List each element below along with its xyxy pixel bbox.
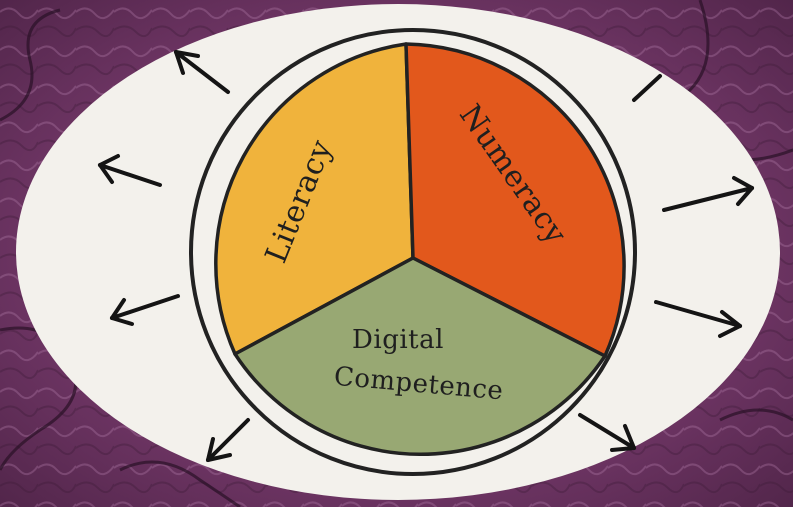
arrow-top-left-icon [174,50,230,94]
arrow-top-right-icon [632,74,662,102]
arrows [98,50,754,462]
arrow-bottom-right-icon [578,413,636,452]
arrow-right-upper-icon [662,176,754,212]
arrow-left-upper-icon [98,154,162,187]
segment-literacy [214,42,415,356]
pie [189,28,637,476]
segment-numeracy [404,42,626,358]
label-digital: Digital [352,325,444,355]
arrow-bottom-left-icon [206,418,250,462]
segment-digital-competence [233,256,607,457]
pie-outline [189,28,637,476]
arrow-left-lower-icon [110,294,180,326]
arrow-right-lower-icon [654,300,742,338]
